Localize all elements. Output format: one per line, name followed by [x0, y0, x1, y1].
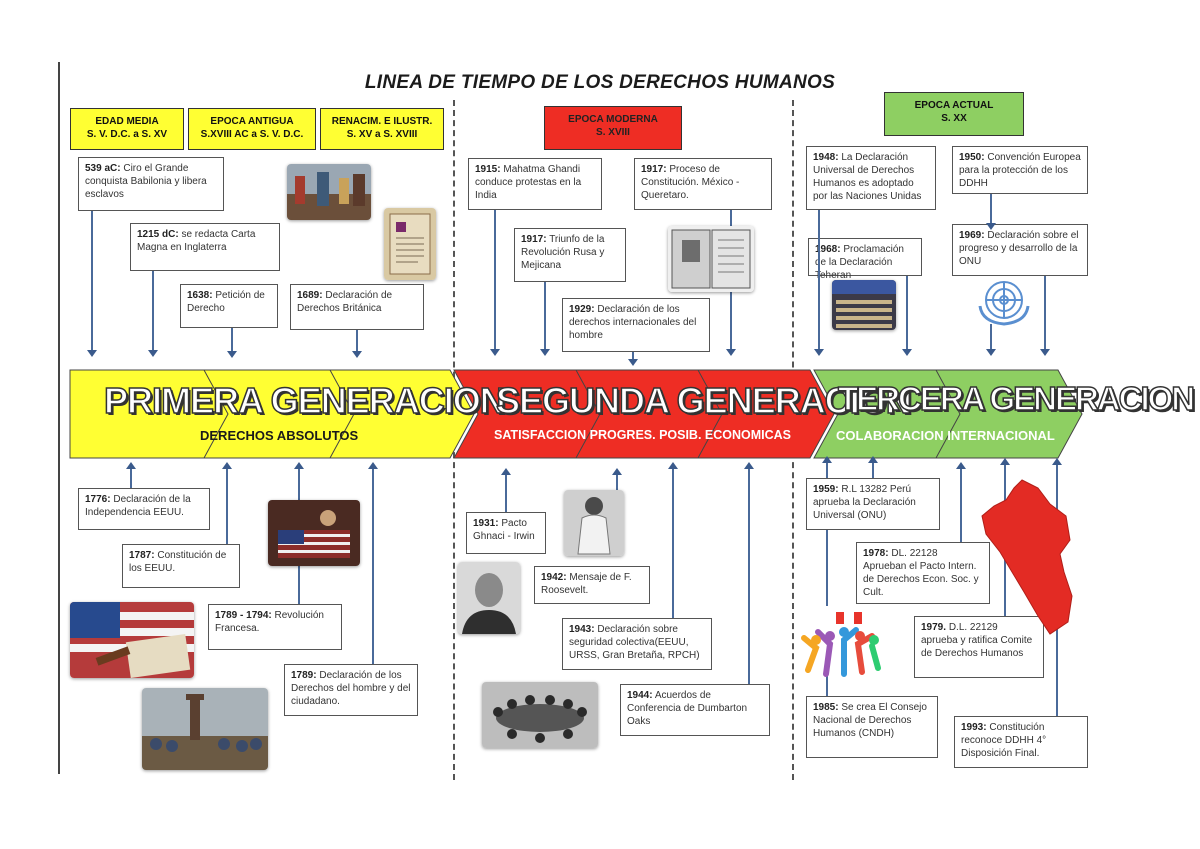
connector-arrow [368, 462, 378, 664]
generation-title-segunda: SEGUNDA GENERACION [495, 379, 912, 422]
people-figures-icon [796, 610, 886, 682]
photo-constitucion-mexico [668, 226, 754, 292]
connector-arrow [868, 456, 878, 478]
connector-arrow [126, 462, 136, 488]
connector-arrow [744, 462, 754, 684]
event-1942: 1942: Mensaje de F. Roosevelt. [534, 566, 650, 604]
era-name: EPOCA ACTUAL [914, 100, 994, 111]
photo-independencia [268, 500, 360, 566]
event-539ac: 539 aC: Ciro el Grande conquista Babilon… [78, 157, 224, 211]
connector-arrow [986, 194, 996, 230]
event-1993: 1993: Constitución reconoce DDHH 4° Disp… [954, 716, 1088, 768]
era-name: EPOCA MODERNA [568, 114, 658, 125]
connector-arrow [87, 211, 97, 357]
event-1917-mexico: 1917: Proceso de Constitución. México - … [634, 158, 772, 210]
generation-subtitle-tercera: COLABORACION INTERNACIONAL [836, 428, 1055, 443]
connector-arrow [956, 462, 966, 542]
photo-onu-asamblea [832, 280, 896, 330]
photo-revolucion-francesa [142, 688, 268, 770]
era-epoca-moderna: EPOCA MODERNA S. XVIII [544, 106, 682, 150]
chevron-segunda-3 [697, 369, 835, 459]
connector-arrow [902, 276, 912, 356]
era-epoca-antigua: EPOCA ANTIGUA S.XVIII AC a S. V. D.C. [188, 108, 316, 150]
connector-arrow [501, 468, 511, 512]
event-1943: 1943: Declaración sobre seguridad colect… [562, 618, 712, 670]
event-1915: 1915: Mahatma Ghandi conduce protestas e… [468, 158, 602, 210]
connector-arrow [628, 352, 638, 366]
event-1689: 1689: Declaración de Derechos Británica [290, 284, 424, 330]
connector-arrow [814, 210, 824, 356]
event-1950: 1950: Convención Europea para la protecc… [952, 146, 1088, 194]
event-1959: 1959: R.L 13282 Perú aprueba la Declarac… [806, 478, 940, 530]
era-range: S. V. D.C. a S. XV [86, 129, 168, 140]
photo-ciro [287, 164, 371, 220]
era-range: S. XX [941, 113, 967, 124]
event-1789: 1789: Declaración de los Derechos del ho… [284, 664, 418, 716]
photo-carta-magna [384, 208, 436, 280]
era-name: EDAD MEDIA [95, 116, 159, 127]
era-range: S. XV a S. XVIII [346, 129, 418, 140]
event-1931: 1931: Pacto Ghnaci - Irwin [466, 512, 546, 554]
left-frame-line [58, 62, 60, 774]
era-range: S. XVIII [596, 127, 630, 138]
connector-arrow [986, 324, 996, 356]
generation-subtitle-segunda: SATISFACCION PROGRES. POSIB. ECONOMICAS [494, 428, 792, 442]
generation-title-primera: PRIMERA GENERACION [103, 379, 506, 422]
event-1978: 1978: DL. 22128 Aprueban el Pacto Intern… [856, 542, 990, 604]
peru-map-icon [978, 476, 1076, 638]
event-1215: 1215 dC: se redacta Carta Magna en Ingla… [130, 223, 280, 271]
event-1917-rusia: 1917: Triunfo de la Revolución Rusa y Me… [514, 228, 626, 282]
connector-arrow [352, 330, 362, 358]
generations-band [69, 369, 1083, 459]
connector-line [826, 676, 828, 696]
connector-arrow [222, 462, 232, 544]
connector-arrow [822, 456, 832, 478]
era-range: S.XVIII AC a S. V. D.C. [200, 129, 304, 140]
connector-arrow [227, 328, 237, 358]
era-renacimiento: RENACIM. E ILUSTR. S. XV a S. XVIII [320, 108, 444, 150]
photo-gandhi [564, 490, 624, 556]
chevron-primera-3 [329, 369, 475, 459]
event-1969: 1969: Declaración sobre el progreso y de… [952, 224, 1088, 276]
event-1979: 1979. D.L. 22129 aprueba y ratifica Comi… [914, 616, 1044, 678]
era-name: RENACIM. E ILUSTR. [331, 116, 433, 127]
connector-arrow [668, 462, 678, 618]
event-1787: 1787: Constitución de los EEUU. [122, 544, 240, 588]
generation-subtitle-primera: DERECHOS ABSOLUTOS [200, 428, 359, 443]
event-1929: 1929: Declaración de los derechos intern… [562, 298, 710, 352]
event-1948: 1948: La Declaración Universal de Derech… [806, 146, 936, 210]
era-name: EPOCA ANTIGUA [210, 116, 294, 127]
connector-arrow [490, 210, 500, 356]
event-1985: 1985: Se crea El Consejo Nacional de Der… [806, 696, 938, 758]
connector-arrow [540, 282, 550, 356]
connector-arrow [1040, 276, 1050, 356]
generation-title-tercera: TERCERA GENERACION [837, 379, 1196, 418]
event-1968: 1968: Proclamación de la Declaración Teh… [808, 238, 922, 281]
event-1638: 1638: Petición de Derecho [180, 284, 278, 328]
event-1789-1794: 1789 - 1794: Revolución Francesa. [208, 604, 342, 650]
era-edad-media: EDAD MEDIA S. V. D.C. a S. XV [70, 108, 184, 150]
connector-line [826, 530, 828, 606]
event-1776: 1776: Declaración de la Independencia EE… [78, 488, 210, 530]
photo-conferencia [482, 682, 598, 748]
page-title: LINEA DE TIEMPO DE LOS DERECHOS HUMANOS [364, 72, 836, 93]
photo-constitucion-eeuu [70, 602, 194, 678]
connector-arrow [612, 468, 622, 492]
era-epoca-actual: EPOCA ACTUAL S. XX [884, 92, 1024, 136]
un-emblem-icon [972, 276, 1036, 328]
photo-roosevelt [458, 562, 520, 634]
connector-arrow [148, 271, 158, 357]
event-1944: 1944: Acuerdos de Conferencia de Dumbart… [620, 684, 770, 736]
